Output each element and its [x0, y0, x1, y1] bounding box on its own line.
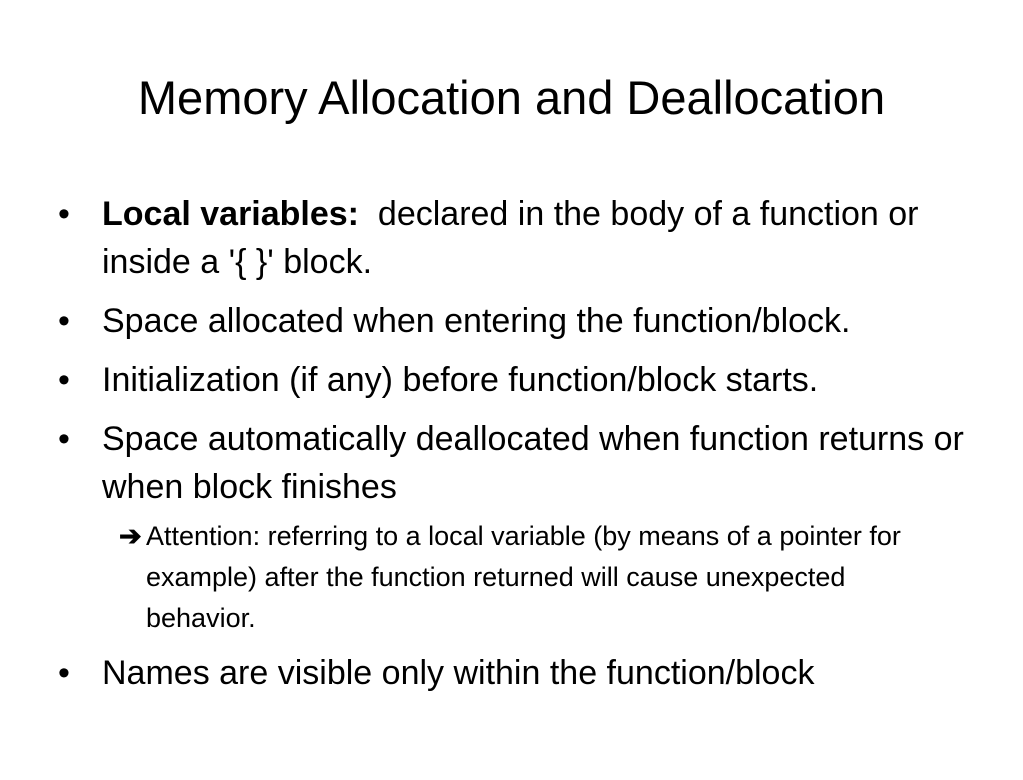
bullet-dot: •: [58, 361, 70, 399]
bullet-text: Space automatically deallocated when fun…: [102, 420, 964, 506]
bullet-text: Initialization (if any) before function/…: [102, 361, 819, 399]
bullet-item: • Names are visible only within the func…: [58, 649, 978, 697]
bullet-item: • Space automatically deallocated when f…: [58, 415, 978, 511]
bullet-dot: •: [58, 302, 70, 340]
bullet-lead-term: Local variables:: [102, 195, 360, 233]
bullet-item: • Space allocated when entering the func…: [58, 297, 978, 345]
bullet-dot: •: [58, 420, 70, 458]
bullet-text: declared in the body of a function or in…: [102, 195, 919, 281]
bullet-text: Names are visible only within the functi…: [102, 654, 815, 692]
bullet-text: Space allocated when entering the functi…: [102, 302, 851, 340]
bullet-item: • Initialization (if any) before functio…: [58, 356, 978, 404]
arrow-right-icon: ➔: [119, 521, 142, 551]
sub-bullet-item: ➔ Attention: referring to a local variab…: [119, 516, 926, 639]
bullet-dot: •: [58, 654, 70, 692]
bullet-item: • Local variables: declared in the body …: [58, 190, 978, 286]
bullet-dot: •: [58, 195, 70, 233]
bullet-list: • Local variables: declared in the body …: [58, 190, 978, 708]
slide-title: Memory Allocation and Deallocation: [137, 71, 886, 124]
sub-bullet-text: Attention: referring to a local variable…: [146, 521, 901, 633]
